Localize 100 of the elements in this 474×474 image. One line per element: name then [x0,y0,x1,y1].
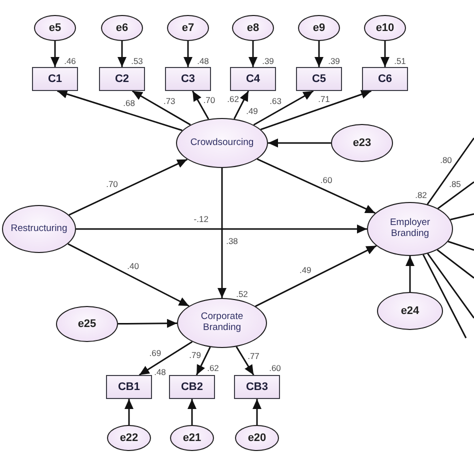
variable-name: CB1 [118,380,140,394]
coefficient-label: .70 [105,179,119,188]
arrow [314,41,324,67]
variable-name: e20 [248,432,266,444]
variable-name: CB2 [180,380,203,394]
variable-name: Crowdsourcing [190,138,254,148]
connector-line [448,240,474,251]
variable-name: C2 [114,72,130,86]
variable-name: C5 [312,72,326,86]
connector-line [426,138,474,205]
arrow [184,41,192,67]
arrow [260,90,372,130]
arrow [118,41,126,67]
latent-variable-ellipse [2,205,76,253]
error-term-ellipse [232,15,274,41]
connector-line [437,181,474,210]
r-squared-label: .39 [328,56,340,66]
arrow [252,399,262,425]
variable-name: e9 [312,22,326,34]
observed-variable-box [99,67,145,91]
observed-variable-box [106,375,152,399]
error-term-ellipse [101,15,143,41]
variable-name: e22 [120,432,138,444]
coefficient-label: .79 [188,351,202,360]
r-squared-label: .52 [236,290,248,298]
coefficient-label: .62 [226,94,240,104]
coefficient-label: .80 [439,156,453,164]
observed-variable-box [165,67,211,91]
coefficient-label: .85 [448,180,462,188]
coefficient-label: .71 [317,94,331,104]
coefficient-label: -.12 [192,214,210,224]
r-squared-label: .51 [394,56,406,66]
arrow [68,158,188,216]
arrow [218,168,226,298]
latent-variable-ellipse [176,118,268,168]
arrow [76,224,367,234]
observed-variable-box [362,67,408,91]
error-term-ellipse [364,15,406,41]
r-squared-label: .53 [131,56,143,66]
observed-variable-box [234,375,280,399]
r-squared-label: .49 [246,106,258,116]
variable-name: e24 [400,304,420,318]
error-term-ellipse [167,15,209,41]
variable-name: C6 [378,72,392,86]
coefficient-label: .49 [298,266,312,274]
connector-line [436,249,474,279]
arrow [57,90,182,132]
variable-name: C3 [180,72,196,86]
connector-line [450,213,474,220]
arrow [192,90,210,120]
coefficient-label: .63 [268,96,282,106]
variable-name: e5 [48,22,62,34]
r-squared-label: .82 [415,190,427,200]
coefficient-label: .77 [246,351,260,360]
arrow [188,399,196,425]
variable-name: e6 [116,22,128,34]
variable-name: Employer Branding [388,218,432,240]
arrow [124,399,134,425]
arrow [380,41,390,67]
variable-name: e7 [182,22,194,34]
arrow [268,138,331,148]
arrow [256,158,376,214]
variable-name: e10 [376,22,394,34]
latent-variable-ellipse [367,202,453,256]
coefficient-label: .38 [225,236,239,246]
arrow [248,41,258,67]
arrow [118,318,177,328]
observed-variable-box [169,375,215,399]
arrow [196,346,211,376]
latent-variable-ellipse [177,298,267,348]
arrow [236,346,254,376]
r-squared-label: .46 [64,56,76,66]
error-term-ellipse [170,425,214,451]
variable-name: CB3 [246,380,268,394]
arrow [234,90,250,120]
error-term-ellipse [107,425,151,451]
coefficient-label: .70 [202,96,216,104]
coefficient-label: .68 [122,98,136,108]
arrow [253,90,314,126]
variable-name: e25 [78,318,96,330]
observed-variable-box [230,67,276,91]
error-term-ellipse [235,425,279,451]
variable-name: C1 [48,72,62,86]
observed-variable-box [296,67,342,91]
arrow [68,243,190,307]
error-term-ellipse [377,292,443,330]
arrow [255,245,377,307]
arrow [132,90,191,126]
r-squared-label: .48 [197,56,209,66]
variable-name: Restructuring [10,224,68,234]
arrow [138,341,193,376]
variable-name: e8 [246,22,260,34]
r-squared-label: .60 [269,364,281,372]
variable-name: Corporate Branding [200,312,244,334]
arrow [50,41,60,67]
variable-name: e21 [182,432,202,444]
variable-name: C4 [246,72,260,86]
r-squared-label: .48 [154,368,166,376]
connector-line [422,254,467,338]
variable-name: e23 [352,136,372,150]
